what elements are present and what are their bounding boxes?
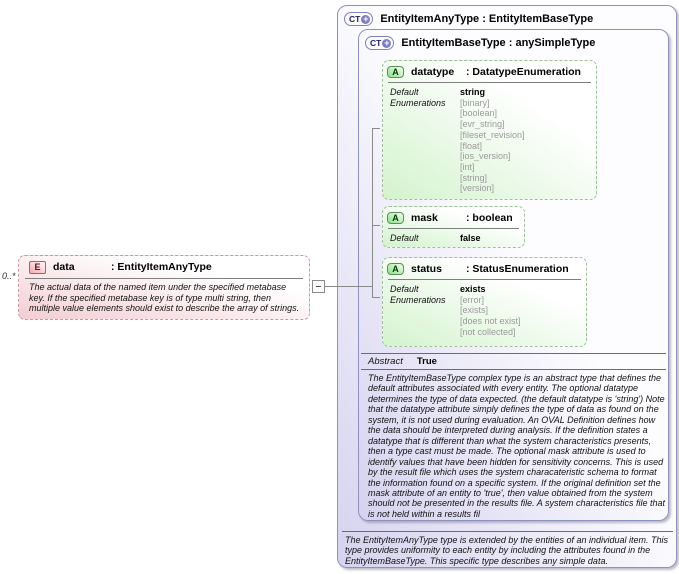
element-type: : EntityItemAnyType — [111, 261, 212, 273]
separator — [388, 279, 581, 280]
enumeration-values: [error][exists][does not exist][not coll… — [460, 294, 521, 337]
abstract-facet: Abstract True — [368, 356, 437, 367]
complex-type-icon: CT + — [365, 36, 395, 50]
enumeration-values: [binary][boolean][evr_string][fileset_re… — [460, 97, 525, 194]
element-name: data — [53, 261, 75, 273]
separator — [25, 278, 303, 279]
multiplicity-label: 0..* — [2, 271, 16, 281]
default-label: Default — [390, 284, 419, 294]
inner-type-title: EntityItemBaseType : anySimpleType — [401, 37, 596, 49]
default-value: string — [460, 87, 486, 97]
attribute-name: mask — [411, 212, 438, 224]
enumerations-label: Enumerations — [390, 294, 446, 305]
connector-line — [372, 297, 380, 298]
attribute-name: status — [411, 263, 442, 275]
complex-type-icon: CT + — [344, 12, 374, 26]
attribute-icon: A — [387, 263, 404, 275]
plus-icon: + — [361, 14, 371, 24]
connector-line — [325, 286, 372, 287]
connector-line — [372, 225, 380, 226]
attribute-type: : boolean — [466, 212, 513, 224]
separator — [361, 353, 666, 354]
separator — [388, 82, 591, 83]
default-label: Default — [390, 87, 419, 97]
attribute-icon: A — [387, 66, 404, 78]
attribute-icon: A — [387, 212, 404, 224]
separator — [342, 531, 673, 532]
attribute-box-datatype[interactable]: A datatype : DatatypeEnumeration Default… — [382, 60, 597, 200]
attribute-box-status[interactable]: A status : StatusEnumeration Default Enu… — [382, 257, 587, 347]
separator — [361, 369, 666, 370]
complex-type-header: CT + EntityItemAnyType : EntityItemBaseT… — [344, 11, 672, 27]
expand-handle-icon[interactable] — [312, 280, 325, 293]
attribute-type: : StatusEnumeration — [466, 263, 569, 275]
attribute-name: datatype — [411, 66, 455, 78]
default-value: exists — [460, 284, 486, 294]
separator — [388, 228, 519, 229]
complex-type-header: CT + EntityItemBaseType : anySimpleType — [365, 35, 664, 51]
complex-type-box-entityitembasetype[interactable]: CT + EntityItemBaseType : anySimpleType … — [358, 29, 669, 521]
default-value: false — [460, 233, 481, 243]
element-box-data[interactable]: E data : EntityItemAnyType The actual da… — [18, 255, 310, 320]
abstract-label: Abstract — [368, 356, 403, 367]
enumerations-label: Enumerations — [390, 97, 446, 108]
outer-type-title: EntityItemAnyType : EntityItemBaseType — [380, 13, 594, 25]
complex-type-box-entityitemanytype[interactable]: CT + EntityItemAnyType : EntityItemBaseT… — [337, 5, 677, 568]
outer-type-annotation: The EntityItemAnyType type is extended b… — [345, 535, 668, 566]
plus-icon: + — [382, 38, 392, 48]
abstract-value: True — [416, 356, 437, 367]
inner-type-annotation: The EntityItemBaseType complex type is a… — [368, 373, 665, 519]
element-annotation: The actual data of the named item under … — [29, 282, 300, 314]
default-label: Default — [390, 233, 419, 243]
attribute-box-mask[interactable]: A mask : boolean Default false — [382, 206, 525, 248]
attribute-type: : DatatypeEnumeration — [466, 66, 581, 78]
connector-line — [372, 128, 373, 298]
connector-line — [372, 128, 380, 129]
element-icon: E — [29, 260, 46, 274]
